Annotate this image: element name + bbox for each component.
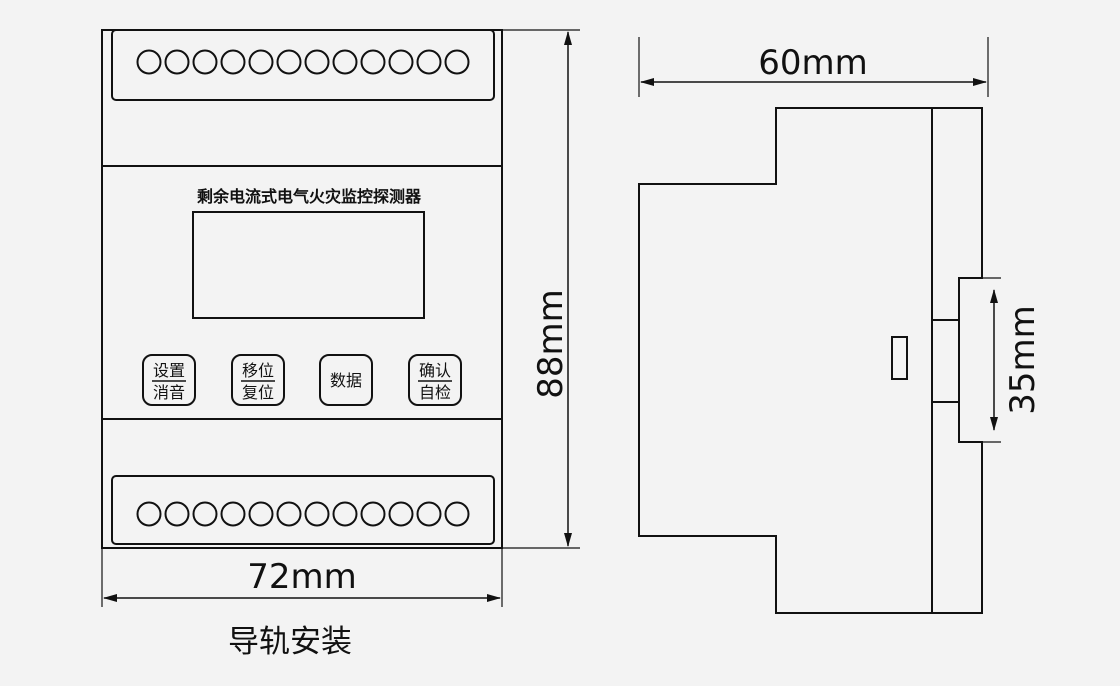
terminal-screw: [220, 49, 246, 75]
terminal-screw: [416, 501, 442, 527]
side-body-outline: [638, 107, 983, 614]
button-set-mute-line1: 设置: [153, 361, 185, 380]
terminal-screw: [360, 501, 386, 527]
bottom-terminal-block: [111, 475, 495, 545]
top-terminal-block: [111, 29, 495, 101]
terminal-screw: [220, 501, 246, 527]
button-shift-reset[interactable]: 移位 复位: [231, 354, 285, 406]
button-shift-reset-line2: 复位: [242, 383, 274, 402]
terminal-screw: [164, 49, 190, 75]
rail-clip-tab: [931, 319, 960, 403]
button-confirm-selftest-line1: 确认: [419, 361, 451, 380]
terminal-screw: [276, 49, 302, 75]
terminal-screw: [164, 501, 190, 527]
terminal-screw: [136, 501, 162, 527]
button-shift-reset-line1: 移位: [242, 361, 274, 380]
terminal-screw: [388, 501, 414, 527]
terminal-screw: [332, 501, 358, 527]
front-outer-body: [101, 29, 503, 549]
terminal-screw: [444, 501, 470, 527]
depth-dimension-label: 60mm: [758, 43, 868, 83]
button-confirm-selftest[interactable]: 确认 自检: [408, 354, 462, 406]
terminal-screw: [388, 49, 414, 75]
terminal-screw: [360, 49, 386, 75]
top-terminals: [136, 49, 470, 75]
button-confirm-selftest-line2: 自检: [419, 383, 451, 402]
lcd-display: [192, 211, 425, 319]
button-set-mute-line2: 消音: [153, 383, 185, 402]
terminal-screw: [192, 49, 218, 75]
height-dimension-label: 88mm: [531, 289, 571, 399]
terminal-screw: [248, 501, 274, 527]
side-view: 60mm 35mm: [638, 37, 1043, 614]
terminal-screw: [248, 49, 274, 75]
button-set-mute[interactable]: 设置 消音: [142, 354, 196, 406]
button-data[interactable]: 数据: [319, 354, 373, 406]
terminal-screw: [416, 49, 442, 75]
width-dimension-label: 72mm: [247, 557, 357, 597]
terminal-screw: [444, 49, 470, 75]
device-title: 剩余电流式电气火灾监控探测器: [197, 187, 422, 206]
terminal-screw: [332, 49, 358, 75]
front-view: 剩余电流式电气火灾监控探测器 设置 消音 移位 复位 数据 确认 自检: [101, 29, 580, 660]
side-slot: [891, 336, 908, 380]
terminal-screw: [304, 501, 330, 527]
terminal-screw: [304, 49, 330, 75]
terminal-screw: [276, 501, 302, 527]
rail-dimension-label: 35mm: [1003, 305, 1043, 415]
bottom-terminals: [136, 501, 470, 527]
terminal-screw: [136, 49, 162, 75]
button-data-label: 数据: [330, 371, 362, 390]
terminal-screw: [192, 501, 218, 527]
mounting-caption: 导轨安装: [228, 624, 352, 660]
